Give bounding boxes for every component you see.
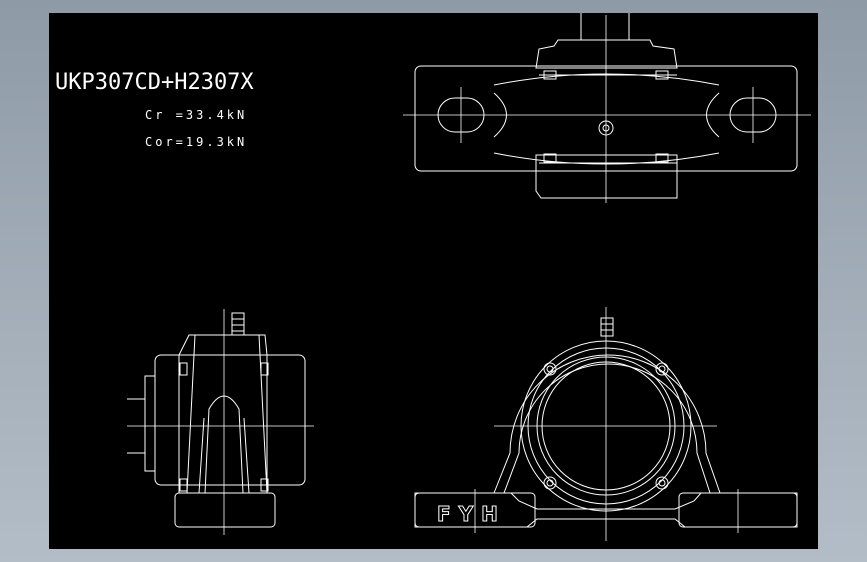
housing-logo: FYH [437, 502, 506, 526]
drawing-svg: UKP307CD+H2307X Cr =33.4kN Cor=19.3kN [55, 13, 811, 541]
load-rating-cor: Cor=19.3kN [145, 135, 247, 149]
model-title: UKP307CD+H2307X [55, 70, 254, 95]
front-view: FYH [414, 307, 798, 541]
top-view [403, 13, 811, 203]
side-view [127, 309, 314, 535]
drawing-viewport[interactable]: UKP307CD+H2307X Cr =33.4kN Cor=19.3kN [49, 13, 818, 549]
load-rating-cr: Cr =33.4kN [145, 108, 247, 122]
bearing-bolt-holes [543, 362, 669, 490]
